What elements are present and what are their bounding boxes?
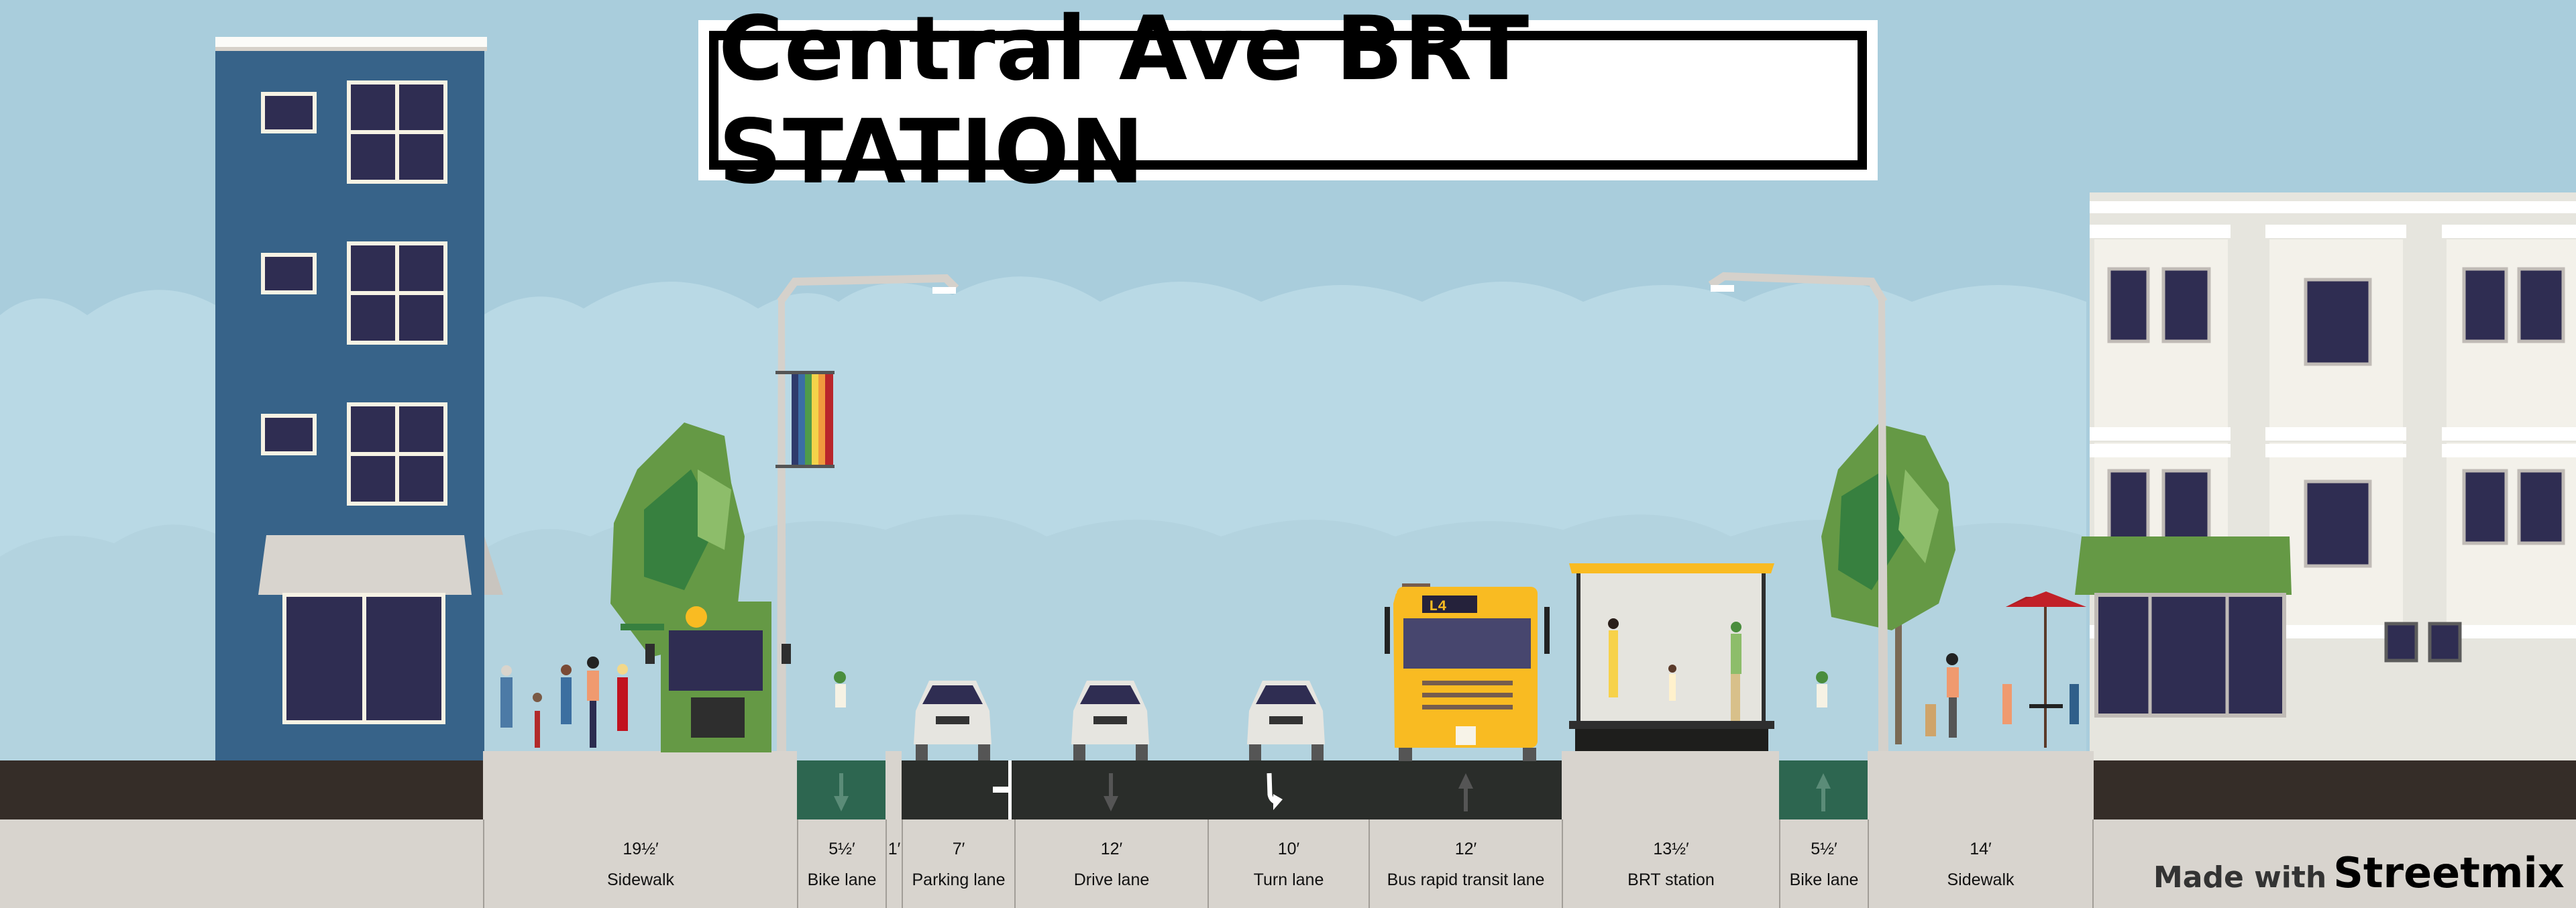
segment-width: 5½′ (828, 840, 855, 858)
segment-turn-lane[interactable]: 10′ Turn lane (1208, 819, 1368, 908)
brt-shelter (1569, 563, 1774, 751)
segment-label: Parking lane (912, 870, 1006, 889)
segment-width: 14′ (1970, 840, 1992, 858)
right-building (2075, 192, 2576, 760)
arrow-down-drive-icon (1104, 773, 1118, 811)
segment-brt-station[interactable]: 13½′ BRT station (1562, 819, 1779, 908)
street-light-left (775, 274, 959, 751)
segment-label: Bike lane (807, 870, 877, 889)
segment-bike-lane-left[interactable]: 5½′ Bike lane (797, 819, 885, 908)
segment-width: 13½′ (1653, 840, 1689, 858)
segment-label: Bus rapid transit lane (1387, 870, 1545, 889)
car-drive-lane (1071, 681, 1149, 760)
arrow-up-bike-icon (1816, 773, 1831, 811)
green-awning (2075, 536, 2292, 595)
cafe-umbrella (2002, 591, 2086, 748)
segment-label: Sidewalk (606, 870, 675, 889)
segment-label: Drive lane (1073, 870, 1150, 889)
brt-bus: L4 (1385, 583, 1550, 761)
left-building (215, 37, 503, 760)
segment-label: Bike lane (1789, 870, 1859, 889)
brt-platform (1562, 751, 1779, 819)
sidewalk-right (1868, 751, 2094, 819)
ground-left (0, 760, 483, 819)
car-parked (914, 681, 991, 760)
segment-width: 10′ (1277, 840, 1300, 858)
segment-width: 1′ (888, 840, 901, 858)
bus-route-sign: L4 (1429, 598, 1446, 615)
arrow-up-bus-icon (1458, 773, 1473, 811)
segment-sidewalk-right[interactable]: 14′ Sidewalk (1868, 819, 2094, 908)
food-truck (621, 602, 791, 752)
segment-parking-lane[interactable]: 7′ Parking lane (902, 819, 1014, 908)
segment-label: Turn lane (1253, 870, 1324, 889)
street-light-right (1708, 272, 1888, 751)
segment-width: 5½′ (1811, 840, 1837, 858)
rainbow-banner (775, 371, 835, 468)
pedestrians (500, 591, 2086, 748)
segment-buffer[interactable]: 1′ (885, 819, 902, 908)
tree-right (1821, 424, 1955, 744)
title-frame: Central Ave BRT STATION (709, 0, 1867, 204)
segment-width: 7′ (952, 840, 965, 858)
segment-label: Sidewalk (1947, 870, 2015, 889)
sidewalk-left (483, 751, 797, 819)
car-turn-lane (1247, 681, 1325, 760)
street-title: Central Ave BRT STATION (718, 0, 1530, 204)
ground-right (2094, 760, 2576, 819)
credit-prefix: Made with (2153, 860, 2327, 895)
segment-bus-lane[interactable]: 12′ Bus rapid transit lane (1368, 819, 1562, 908)
streetmix-logo: Streetmix (2333, 848, 2565, 897)
segment-bike-lane-right[interactable]: 5½′ Bike lane (1779, 819, 1868, 908)
segment-width: 19½′ (623, 840, 659, 858)
segment-width: 12′ (1100, 840, 1123, 858)
segment-width: 12′ (1454, 840, 1477, 858)
segment-label: BRT station (1627, 870, 1715, 889)
buffer (885, 751, 902, 819)
title-sign: Central Ave BRT STATION (698, 0, 1878, 204)
tree-left (610, 422, 745, 726)
awning (258, 535, 472, 595)
arrow-down-bike-icon (834, 773, 849, 811)
segment-sidewalk-left[interactable]: 19½′ Sidewalk (483, 819, 797, 908)
segment-drive-lane[interactable]: 12′ Drive lane (1014, 819, 1208, 908)
segment-labels: 19½′ Sidewalk 5½′ Bike lane 1′ 7′ Parking l… (0, 819, 2576, 908)
